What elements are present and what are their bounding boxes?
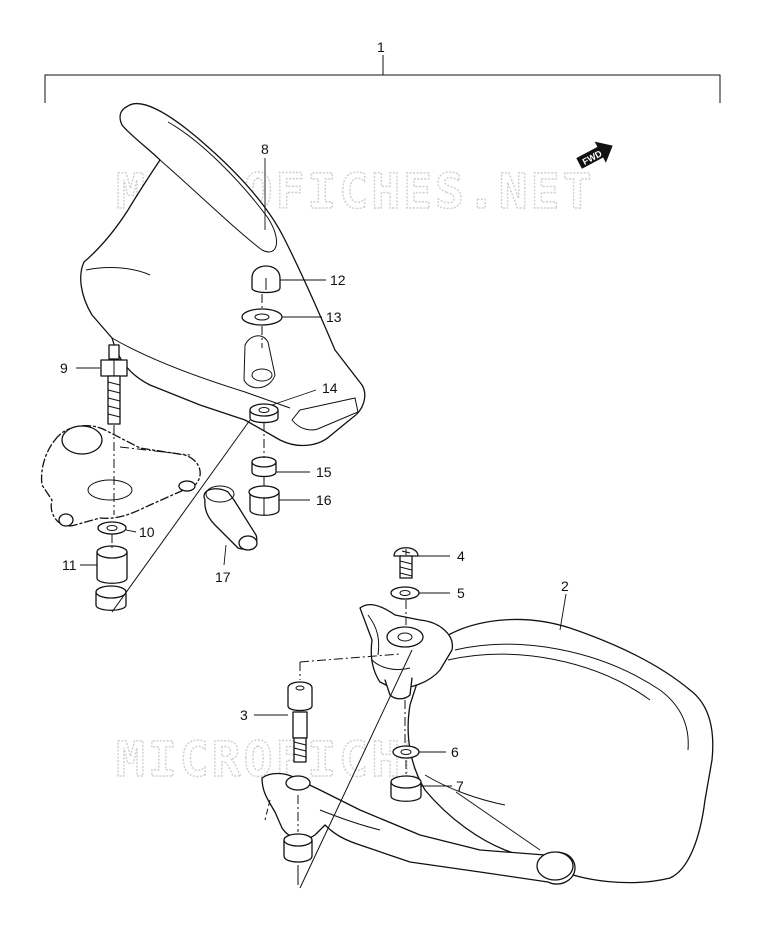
leader-lines: [76, 158, 567, 851]
part-4-screw: [393, 547, 419, 579]
right-lever-bracket: [261, 772, 576, 885]
callout-11: 11: [62, 557, 77, 573]
callout-4: 4: [457, 548, 465, 564]
callout-15: 15: [316, 464, 332, 480]
callout-2: 2: [561, 578, 569, 594]
callout-14: 14: [322, 380, 338, 396]
assembly-bracket: [44, 55, 721, 103]
callout-10: 10: [139, 524, 155, 540]
callout-9: 9: [60, 360, 68, 376]
part-14-washer: [249, 403, 279, 424]
part-5-washer: [390, 586, 420, 600]
part-10-washer: [97, 521, 127, 535]
right-center-lines: [297, 600, 413, 889]
part-11-collar: [96, 545, 128, 584]
callout-7: 7: [456, 778, 464, 794]
callout-17: 17: [215, 569, 231, 585]
callout-labels: 1 2 3 4 5 6 7 8 9 10 11 12 13 14 15 16 1…: [60, 39, 569, 794]
callout-13: 13: [326, 309, 342, 325]
part-7-nut: [390, 775, 422, 802]
part-3-bolt: [287, 681, 313, 763]
left-hand-guard: [80, 102, 366, 447]
callout-8: 8: [261, 141, 269, 157]
part-15-nut: [251, 456, 277, 478]
left-center-lines: [111, 294, 265, 613]
part-9-bolt: [100, 344, 128, 425]
callout-3: 3: [240, 707, 248, 723]
part-12-cap-nut: [251, 265, 281, 294]
part-6-washer: [392, 745, 420, 759]
callout-12: 12: [330, 272, 346, 288]
callout-6: 6: [451, 744, 459, 760]
right-mount-bracket: [359, 604, 453, 700]
part-13-washer: [241, 308, 283, 326]
callout-16: 16: [316, 492, 332, 508]
callout-1: 1: [377, 39, 385, 55]
callout-5: 5: [457, 585, 465, 601]
part-17-boot: [203, 485, 258, 551]
part-16-nut: [248, 485, 280, 516]
left-mount-bracket: [40, 425, 201, 527]
right-lower-nut: [283, 833, 313, 863]
